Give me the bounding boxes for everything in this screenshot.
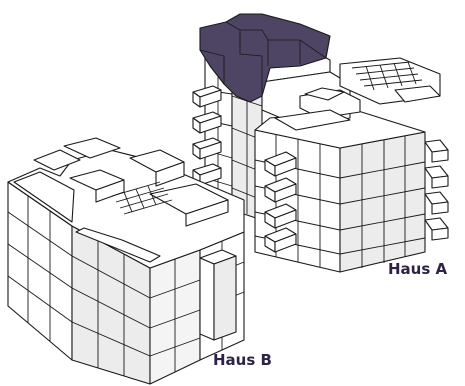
haus-b-solar-panels bbox=[111, 181, 173, 215]
haus-a-balconies-right bbox=[424, 139, 449, 241]
house-b-label: Haus B bbox=[213, 351, 272, 369]
building-haus-b bbox=[7, 137, 245, 385]
haus-a-solar-panels bbox=[351, 61, 423, 91]
haus-a-balconies-front bbox=[264, 151, 297, 253]
haus-a-highlighted-volume bbox=[199, 13, 331, 103]
building-haus-a bbox=[192, 13, 449, 273]
haus-b-roof bbox=[7, 137, 245, 269]
house-a-label: Haus A bbox=[388, 260, 448, 278]
